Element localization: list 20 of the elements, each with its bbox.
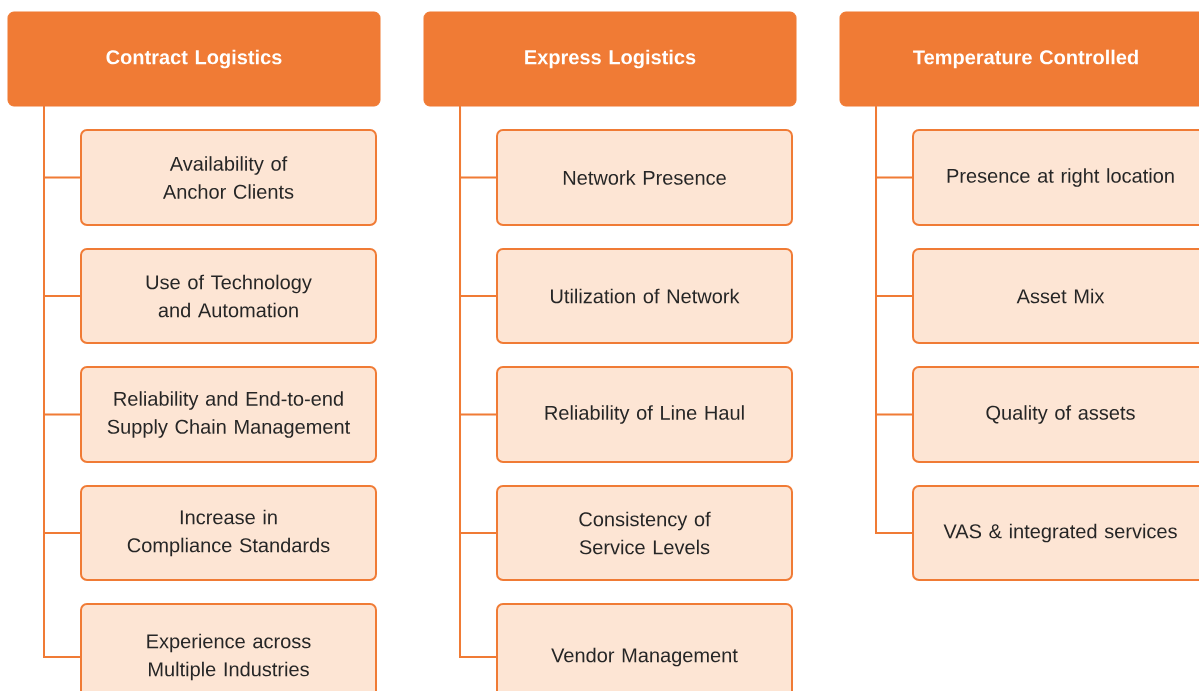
category-header-box: Temperature Controlled — [839, 11, 1199, 107]
factor-box: Presence at right location — [912, 129, 1199, 226]
factor-box: Utilization of Network — [496, 248, 793, 344]
factor-box: VAS & integrated services — [912, 485, 1199, 581]
factor-box: Increase in Compliance Standards — [80, 485, 377, 581]
category-header-box: Express Logistics — [423, 11, 797, 107]
category-header-box: Contract Logistics — [7, 11, 381, 107]
factor-box: Use of Technology and Automation — [80, 248, 377, 344]
factor-box: Vendor Management — [496, 603, 793, 691]
factor-box: Asset Mix — [912, 248, 1199, 344]
factor-box: Reliability of Line Haul — [496, 366, 793, 463]
factor-box: Experience across Multiple Industries — [80, 603, 377, 691]
factor-box: Quality of assets — [912, 366, 1199, 463]
factor-box: Reliability and End-to-end Supply Chain Management — [80, 366, 377, 463]
factor-box: Network Presence — [496, 129, 793, 226]
connector-line — [875, 105, 913, 534]
factor-box: Availability of Anchor Clients — [80, 129, 377, 226]
connector-line — [43, 105, 81, 658]
factor-box: Consistency of Service Levels — [496, 485, 793, 581]
connector-line — [459, 105, 497, 658]
